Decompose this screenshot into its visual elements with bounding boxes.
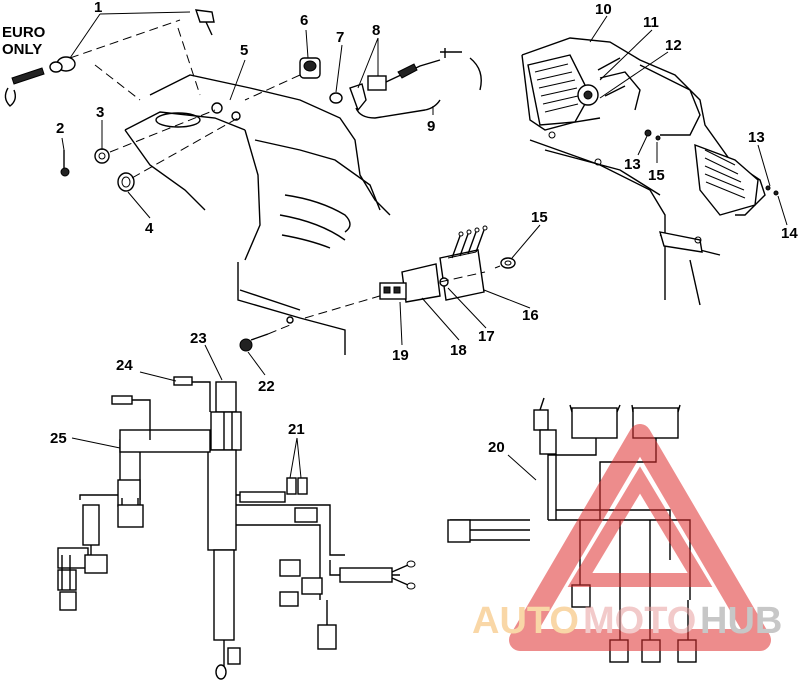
callout-3: 3	[96, 104, 104, 121]
watermark-logo: AUTO MOTO HUB	[472, 424, 782, 651]
callout-21: 21	[288, 421, 305, 438]
leader-lines	[61, 11, 788, 481]
nut-part	[117, 172, 135, 192]
callout-15b: 15	[531, 209, 548, 226]
washer-part	[94, 148, 110, 164]
euro-label-line2: ONLY	[2, 41, 42, 58]
callout-10: 10	[595, 1, 612, 18]
ignition-switch-part	[4, 9, 215, 107]
front-body-panel	[124, 74, 401, 355]
terminal-block-assembly	[379, 225, 516, 303]
callout-16: 16	[522, 307, 539, 324]
knob-part	[244, 57, 321, 101]
screw-part	[60, 150, 70, 177]
callout-18: 18	[450, 342, 467, 359]
watermark-text-hub: HUB	[700, 600, 782, 642]
callout-25: 25	[50, 430, 67, 447]
headlight-pod	[521, 37, 779, 306]
callout-8: 8	[372, 22, 380, 39]
callout-11: 11	[643, 14, 659, 31]
callout-4: 4	[145, 220, 154, 237]
callout-17: 17	[478, 328, 495, 345]
main-wiring-harness	[57, 376, 416, 680]
callout-13b: 13	[748, 129, 765, 146]
callout-20: 20	[488, 439, 505, 456]
euro-label-line1: EURO	[2, 24, 46, 41]
callout-22: 22	[258, 378, 275, 395]
callout-24: 24	[116, 357, 133, 374]
callout-5: 5	[240, 42, 248, 59]
callout-13a: 13	[624, 156, 641, 173]
callout-9: 9	[427, 118, 435, 135]
callout-1: 1	[94, 0, 102, 16]
callout-labels: 1 2 3 4 5 6 7 8 9 10 11 12 13 13 14 15 1…	[50, 0, 798, 456]
callout-7: 7	[336, 29, 344, 46]
callout-23: 23	[190, 330, 207, 347]
watermark-text-auto: AUTO	[472, 600, 579, 642]
bushing-part	[329, 92, 343, 104]
light-switch-assembly	[349, 48, 482, 119]
callout-6: 6	[300, 12, 308, 29]
callout-14: 14	[781, 225, 798, 242]
callout-2: 2	[56, 120, 64, 137]
callout-12: 12	[665, 37, 682, 54]
mounting-screw-part	[239, 324, 291, 352]
watermark-text-moto: MOTO	[583, 600, 696, 642]
callout-19: 19	[392, 347, 409, 364]
callout-15a: 15	[648, 167, 665, 184]
